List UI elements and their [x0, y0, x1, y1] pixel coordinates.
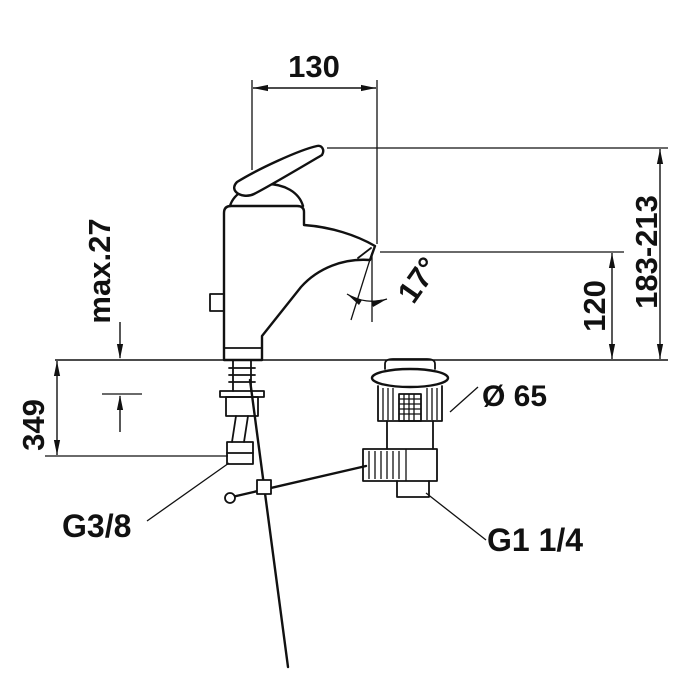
dim-120-label: 120 — [577, 280, 612, 332]
lift-rod-linkage — [224, 378, 368, 669]
diameter-65-label: Ø 65 — [482, 380, 547, 413]
pop-up-drain — [362, 358, 450, 498]
body-side-tab — [209, 293, 225, 312]
dimension-spout-reach: 130 — [251, 49, 378, 244]
washer — [219, 390, 265, 398]
mounting-nut — [225, 396, 259, 417]
drain-slip-nut — [362, 448, 438, 482]
dimension-overall-height: 183-213 — [327, 147, 668, 359]
supply-hose-fitting — [226, 441, 254, 465]
aerator-line — [357, 247, 372, 259]
rod-ball-end — [224, 492, 236, 504]
dim-130-label: 130 — [288, 49, 340, 84]
supply-connection: G3/8 — [62, 462, 230, 544]
angle-17-label: 17° — [391, 251, 447, 309]
drain-connection: G1 1/4 — [425, 492, 583, 558]
dim-349-label: 349 — [16, 399, 51, 451]
faucet-outline — [222, 204, 377, 362]
drain-tailpipe — [396, 480, 430, 498]
slip-nut-knurling — [368, 449, 407, 481]
supply-hose — [231, 415, 237, 443]
dimension-below-deck: 349 — [16, 361, 228, 457]
lift-rod — [248, 378, 290, 669]
dimension-drain-diameter: Ø 65 — [449, 380, 547, 413]
dim-183-213-label: 183-213 — [629, 195, 664, 309]
drain-mesh — [398, 393, 422, 422]
drain-body-hatch — [382, 388, 438, 420]
dimension-spout-height: 120 — [380, 251, 624, 359]
mounting-hardware — [219, 360, 265, 465]
rod-clamp — [256, 479, 272, 495]
faucet-body — [209, 144, 377, 362]
drain-flange — [370, 367, 450, 389]
dimension-deck-thickness: max.27 — [82, 218, 142, 432]
supply-hose — [243, 415, 249, 443]
dim-max27-label: max.27 — [82, 218, 117, 323]
supply-connection-label: G3/8 — [62, 508, 131, 544]
faucet-handle-lever — [233, 144, 325, 197]
drain-connection-label: G1 1/4 — [487, 522, 583, 558]
actuator-rod — [230, 464, 368, 499]
drain-plug-cap — [384, 358, 436, 370]
dimension-spray-angle: 17° — [346, 251, 447, 322]
